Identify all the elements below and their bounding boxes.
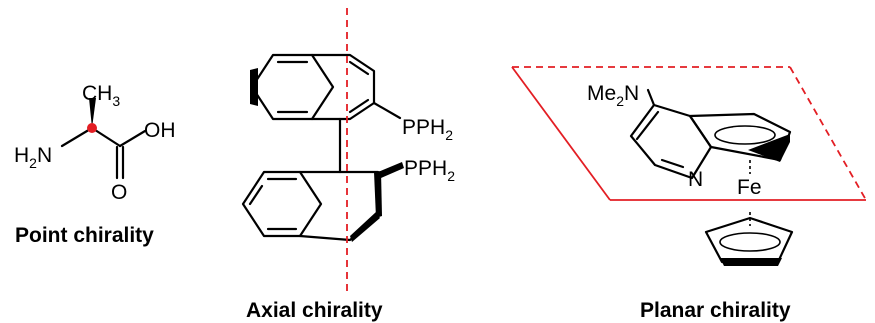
bond-bottom-phosphine <box>378 162 404 178</box>
lower-cp-bold-edge <box>720 258 782 266</box>
top-naphthalene-right-ring <box>310 53 376 121</box>
lower-cp-aromatic-circle <box>719 232 781 252</box>
axial-chirality-caption: Axial chirality <box>246 299 383 322</box>
iron-label: Fe <box>737 176 762 199</box>
wedge-bond-methyl <box>89 98 96 128</box>
bottom-naphthalene-left-ring <box>241 170 323 238</box>
plane-left-edge <box>511 66 611 201</box>
top-naphthalene-left-ring <box>250 53 335 121</box>
bond-top-phosphine <box>372 101 402 120</box>
plane-right-edge <box>789 66 867 201</box>
bond-calpha-ccarbonyl <box>90 126 122 148</box>
point-chirality-caption: Point chirality <box>15 224 154 247</box>
bond-c-oh <box>118 129 147 148</box>
top-phosphine-label: PPH2 <box>402 116 453 143</box>
upper-cp-bold-edge <box>748 134 790 162</box>
dimethylamino-label: Me2N <box>587 82 639 109</box>
top-bold-edge <box>250 68 258 106</box>
amine-label: H2N <box>14 144 52 171</box>
pyridine-nitrogen-label: N <box>688 168 703 191</box>
bottom-phosphine-label: PPH2 <box>404 157 455 184</box>
hydroxyl-label: OH <box>144 119 176 142</box>
carbonyl-oxygen-label: O <box>111 181 127 204</box>
planar-chirality-caption: Planar chirality <box>640 299 791 322</box>
axial-chirality-molecule: PPH2 PPH2 Axial chirality <box>241 8 455 322</box>
bond-n-calpha <box>60 126 94 148</box>
methyl-label: CH3 <box>82 82 120 109</box>
upper-cp-aromatic-circle <box>714 125 776 145</box>
stereocenter-dot <box>87 123 97 133</box>
bond-nme2 <box>646 88 656 107</box>
bottom-naphthalene-right-ring <box>298 170 380 242</box>
bottom-bold-edge-2 <box>350 212 380 242</box>
point-chirality-molecule: CH3 H2N OH O Point chirality <box>14 82 176 247</box>
planar-chirality-molecule: Me2N N Fe Planar chirality <box>511 66 867 322</box>
bottom-bold-edge <box>374 171 382 218</box>
